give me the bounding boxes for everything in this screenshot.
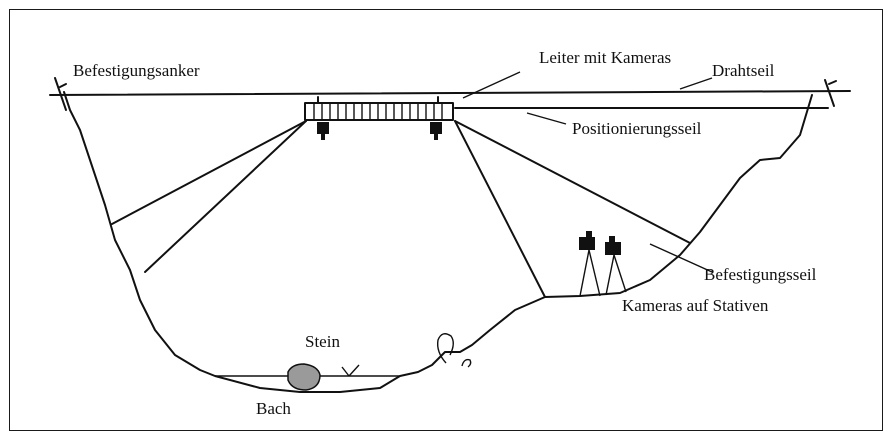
leader-line-drahtseil [679, 77, 713, 90]
stone-icon [287, 363, 321, 391]
leader-line-befestigungsseil [649, 243, 713, 273]
label-kameras-auf-stativen: Kameras auf Stativen [622, 296, 769, 315]
leiter-ladder [304, 96, 454, 121]
drahtseil-line [49, 90, 851, 96]
label-befestigungsanker: Befestigungsanker [73, 61, 200, 80]
label-stein: Stein [305, 332, 340, 351]
leader-line-positionierungsseil [526, 112, 567, 125]
label-drahtseil: Drahtseil [712, 61, 775, 80]
leader-line-leiter [462, 71, 521, 99]
befestigungsseil-lines [111, 120, 691, 298]
anchor-cross-icon [824, 79, 837, 107]
camera-icon [579, 231, 595, 250]
tripod-icon [579, 249, 601, 297]
label-leiter-mit-kameras: Leiter mit Kameras [539, 48, 671, 67]
camera-icon [605, 236, 621, 255]
camera-icon [430, 122, 442, 140]
tripod-icon [605, 254, 627, 296]
camera-icon [317, 122, 329, 140]
canyon-terrain [63, 91, 813, 393]
stone-pointer-v [341, 364, 360, 377]
label-bach: Bach [256, 399, 291, 418]
anchor-cross-icon [54, 77, 67, 111]
label-positionierungsseil: Positionierungsseil [572, 119, 702, 138]
label-befestigungsseil: Befestigungsseil [704, 265, 817, 284]
plant-icon [436, 333, 472, 368]
diagram-frame [9, 9, 883, 431]
